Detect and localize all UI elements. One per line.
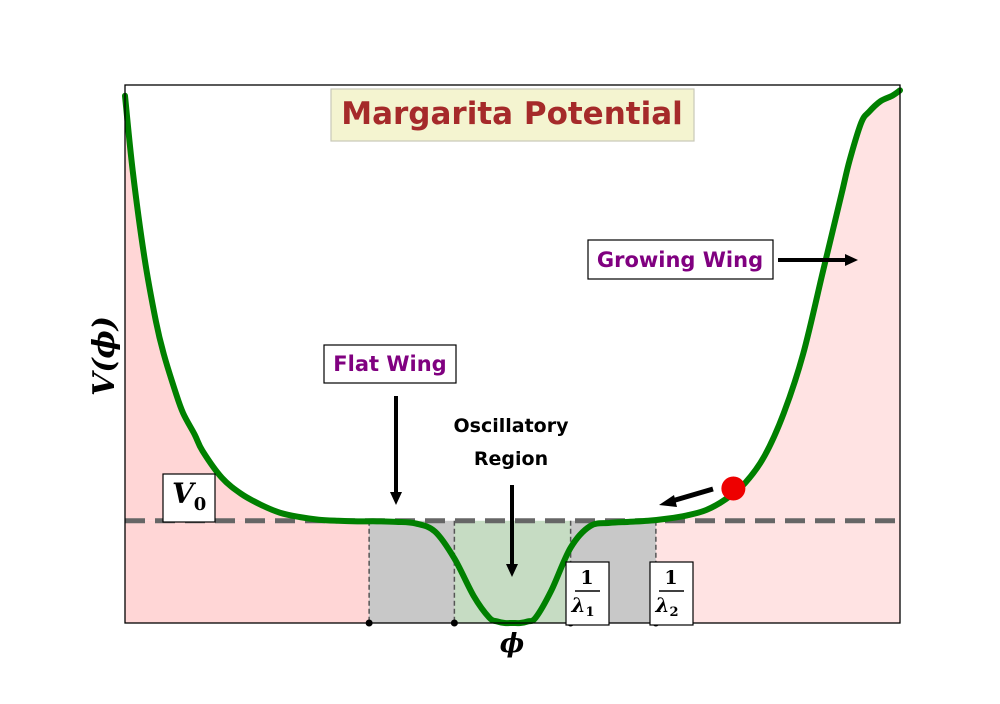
left-wing-fill [125, 95, 358, 522]
lambda2-label-box [649, 561, 694, 626]
title-box [330, 88, 695, 142]
lambda1-symbol: λ [570, 593, 585, 617]
ball-arrow [671, 486, 714, 504]
left-wing-region [125, 520, 370, 623]
oscillatory-label-line1: Oscillatory [454, 415, 570, 437]
y-axis-label: V(ϕ) [87, 316, 122, 396]
v0-label-subscript: 0 [194, 494, 207, 515]
oscillatory-arrowhead [506, 564, 518, 577]
v0-label: V0 [172, 477, 206, 515]
lambda1-subscript: 1 [585, 605, 594, 620]
v0-label-symbol: V [172, 477, 197, 510]
lambda2-subscript: 2 [669, 605, 678, 620]
right-wing-region [655, 520, 900, 623]
flat-wing-label-box [323, 344, 457, 384]
lambda2-symbol: λ [654, 593, 669, 617]
plot-frame [124, 84, 901, 624]
oscillatory-label-line2: Region [474, 448, 548, 470]
x-axis-label: ϕ [500, 629, 524, 659]
lambda1-denominator: λ1 [570, 593, 594, 620]
lambda1-numerator: 1 [580, 567, 593, 589]
v0-label-box [162, 473, 216, 523]
flat-wing-label: Flat Wing [333, 352, 446, 376]
right-wing-fill [667, 90, 900, 521]
growing-wing-label-box [587, 239, 774, 280]
growing-wing-label: Growing Wing [597, 248, 763, 272]
ball-arrowhead [659, 495, 677, 507]
flat-wing-arrowhead [390, 492, 402, 505]
lambda2-label: 1 λ2 [649, 561, 694, 626]
growing-wing-arrowhead [845, 254, 858, 266]
lambda1-label: 1 λ1 [565, 561, 610, 626]
lambda1-label-box [565, 561, 610, 626]
chart-title: Margarita Potential [341, 96, 683, 132]
ball-marker [721, 476, 746, 501]
lambda2-numerator: 1 [664, 567, 677, 589]
lambda2-denominator: λ2 [654, 593, 678, 620]
